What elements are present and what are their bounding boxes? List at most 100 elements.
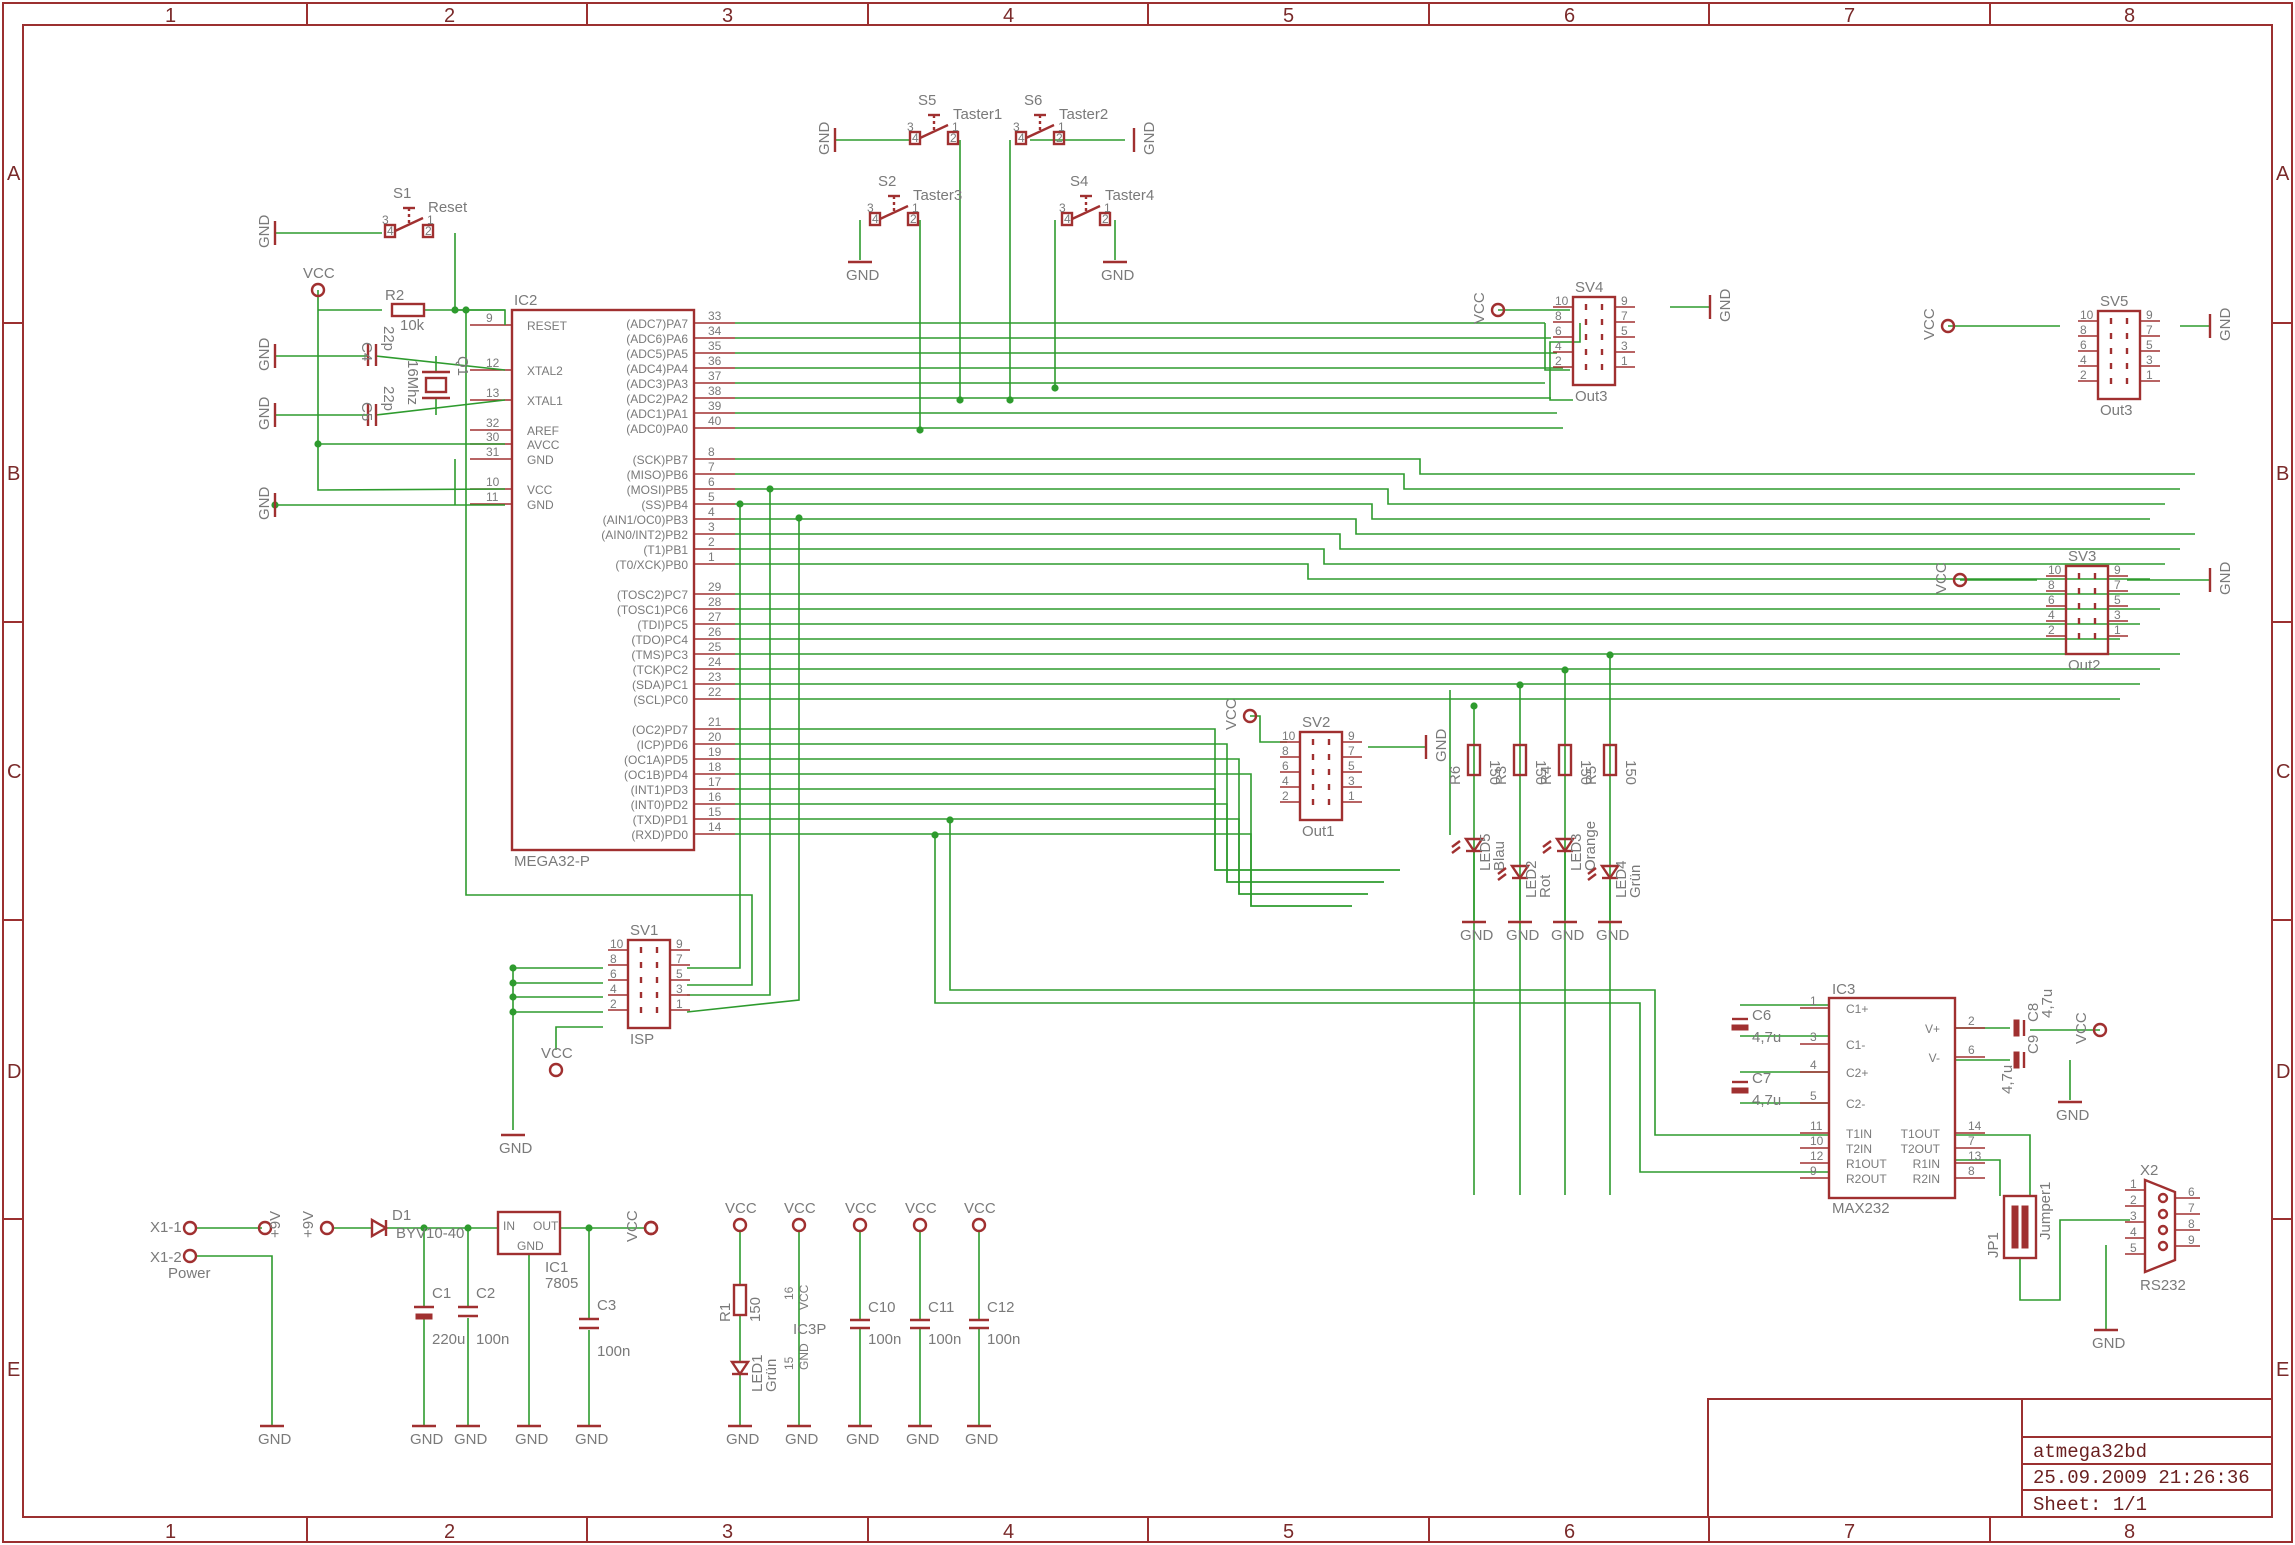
header-ref: SV5 xyxy=(2100,293,2128,310)
wire-segment xyxy=(735,818,1368,895)
gnd-label: GND xyxy=(410,1431,444,1448)
ic2-pin-name: (ADC6)PA6 xyxy=(626,332,688,346)
ic2-pin-number: 33 xyxy=(708,309,722,323)
ic2-pin-name: GND xyxy=(527,498,554,512)
wire-segment xyxy=(687,504,741,969)
header-value: ISP xyxy=(630,1031,654,1048)
ic2-pin-number: 36 xyxy=(708,354,722,368)
header-pin-right: 9 xyxy=(2114,563,2121,577)
x1-2-terminal[interactable] xyxy=(182,1248,198,1264)
ic3-value: MAX232 xyxy=(1832,1200,1890,1217)
q1-ref: Q1 xyxy=(454,356,471,376)
header-pin-left: 10 xyxy=(1282,729,1296,743)
wire-segment xyxy=(555,1026,603,1050)
col-4: 4 xyxy=(1003,5,1014,27)
ic2-pin-number: 23 xyxy=(708,670,722,684)
switch-pin: 1 xyxy=(912,201,919,215)
ic2-pin-number: 2 xyxy=(708,535,715,549)
ic3-pin-number: 8 xyxy=(1968,1164,1975,1178)
gnd-label: GND xyxy=(816,122,833,156)
gnd-label: GND xyxy=(258,1431,292,1448)
ic3p-vcc: VCC xyxy=(797,1284,811,1310)
switch-pin: 4 xyxy=(387,224,394,238)
ic2-value: MEGA32-P xyxy=(514,853,590,870)
ic3-pin-number: 4 xyxy=(1810,1058,1817,1072)
header-pin-right: 1 xyxy=(2146,368,2153,382)
header-pin-right: 1 xyxy=(2114,623,2121,637)
ic2-pin-name: XTAL2 xyxy=(527,364,563,378)
header-value: Out2 xyxy=(2068,657,2101,674)
ic2-pin-number: 8 xyxy=(708,445,715,459)
ic3-pin-number: 11 xyxy=(1810,1119,1823,1133)
ic3-pin-number: 3 xyxy=(1810,1030,1817,1044)
wire-segment xyxy=(735,473,2180,490)
ic2-pin-number: 28 xyxy=(708,595,722,609)
ic3-pin-name: R1OUT xyxy=(1846,1157,1887,1171)
ic2-pin-name: (INT0)PD2 xyxy=(631,798,689,812)
switch-pin: 4 xyxy=(1018,131,1025,145)
switch-ref: S5 xyxy=(918,92,936,109)
ic2-pin-name: (ADC7)PA7 xyxy=(626,317,688,331)
ic2-left-pins: 9RESET12XTAL213XTAL132AREF30AVCC31GND10V… xyxy=(470,311,568,512)
resistor-value: 150 xyxy=(1532,760,1549,785)
ic2-pin-number: 29 xyxy=(708,580,722,594)
gnd-label: GND xyxy=(515,1431,549,1448)
jp1-value: Jumper1 xyxy=(2037,1182,2054,1240)
header-pin-left: 8 xyxy=(2080,323,2087,337)
ic2-pin-number: 26 xyxy=(708,625,722,639)
ic2-pin-name: (ADC5)PA5 xyxy=(626,347,688,361)
drawing-date: 25.09.2009 21:26:36 xyxy=(2033,1467,2250,1489)
switch-pin: 2 xyxy=(950,131,957,145)
db9-pin: 9 xyxy=(2188,1233,2195,1247)
ic3-pin-number: 2 xyxy=(1968,1014,1975,1028)
ic2-pin-name: GND xyxy=(527,453,554,467)
vcc-label: VCC xyxy=(784,1200,816,1217)
col-2-bottom: 2 xyxy=(444,1521,455,1543)
x1-1-terminal[interactable] xyxy=(182,1220,198,1236)
ic2-pin-name: (SS)PB4 xyxy=(641,498,688,512)
header-pin-right: 7 xyxy=(1621,309,1628,323)
cap-ref: C11 xyxy=(928,1299,954,1316)
ic2-pin-name: (ADC1)PA1 xyxy=(626,407,688,421)
switch-pin: 1 xyxy=(1058,120,1065,134)
header-pin-right: 5 xyxy=(2114,593,2121,607)
cap-value: 4,7u xyxy=(1752,1029,1781,1046)
ic2-pin-number: 7 xyxy=(708,460,715,474)
ic2-pin-name: RESET xyxy=(527,319,568,333)
junction xyxy=(509,993,517,1001)
wire-segment xyxy=(375,355,506,371)
header-pin-right: 9 xyxy=(1348,729,1355,743)
header-pin-left: 10 xyxy=(2080,308,2094,322)
col-8: 8 xyxy=(2124,5,2135,27)
vcc-label: VCC xyxy=(2073,1012,2090,1044)
ic1-gnd: GND xyxy=(517,1239,544,1253)
ic2-pin-number: 34 xyxy=(708,324,722,338)
ic2-pin-number: 22 xyxy=(708,685,722,699)
led1-ref: LED1 xyxy=(749,1354,766,1392)
col-7-bottom: 7 xyxy=(1844,1521,1855,1543)
ic2-pin-number: 25 xyxy=(708,640,722,654)
ic2-pin-name: (INT1)PD3 xyxy=(631,783,689,797)
gnd-label: GND xyxy=(575,1431,609,1448)
jumper-jp1[interactable]: JP1 Jumper1 xyxy=(1985,1182,2054,1260)
junction xyxy=(946,816,954,824)
row-d-right: D xyxy=(2276,1061,2290,1083)
ic2-pin-name: (ADC3)PA3 xyxy=(626,377,688,391)
